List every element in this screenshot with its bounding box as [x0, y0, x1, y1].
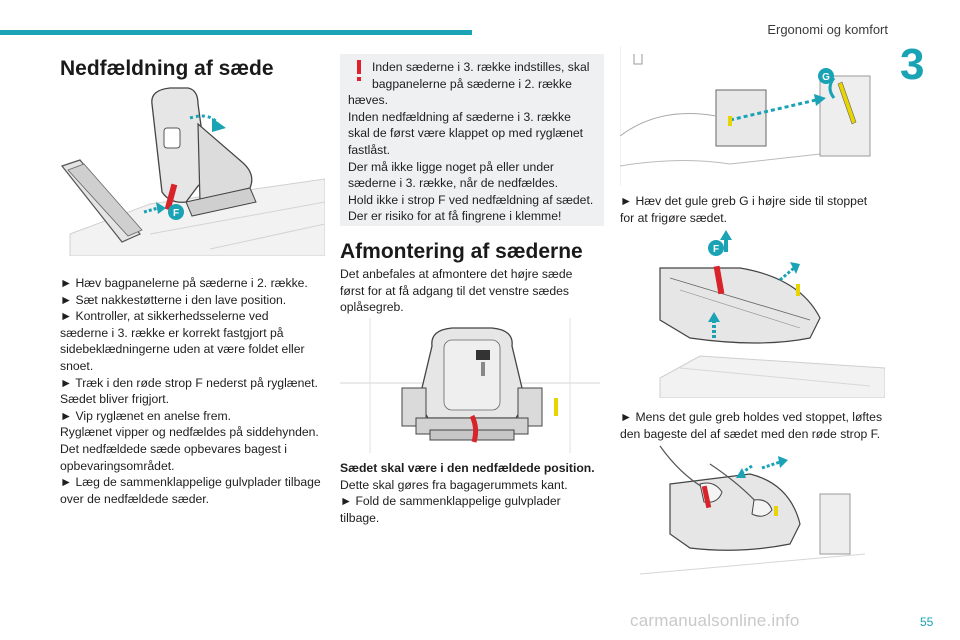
text-line: Det anbefales at afmontere det højre sæd… — [340, 267, 573, 281]
bold-line: Sædet skal være i den nedfældede positio… — [340, 461, 595, 475]
text-line: den bageste del af sædet med den røde st… — [620, 426, 881, 441]
warning-line: Der er risiko for at få fingrene i klemm… — [348, 209, 562, 224]
text-line: ► Vip ryglænet en anelse frem. — [60, 408, 232, 423]
text-line: oplåsegreb. — [340, 300, 404, 315]
illustration-fold-seat: F — [60, 87, 325, 256]
figure-label-f: F — [173, 208, 179, 219]
figure-label-g: G — [822, 72, 830, 83]
illustration-lift-seat: F — [659, 230, 885, 398]
warning-line: Hold ikke i strop F ved nedfældning af s… — [348, 192, 594, 207]
text-line: ► Mens det gule greb holdes ved stoppet,… — [620, 410, 883, 424]
text-line: Det nedfældede sæde opbevares bagest i — [60, 441, 287, 456]
text-line: ► Læg de sammenklappelige gulvplader til… — [60, 475, 321, 490]
heading-fold-seat: Nedfældning af sæde — [60, 57, 274, 80]
middle-body-text: Sædet skal være i den nedfældede positio… — [340, 460, 610, 526]
right-step1: ► Hæv det gule greb G i højre side til s… — [620, 193, 890, 226]
warning-line: Inden nedfældning af sæderne i 3. række — [348, 109, 571, 124]
warning-exclamation-icon — [357, 60, 361, 81]
text-line: for at frigøre sædet. — [620, 210, 728, 225]
left-body-text: ► Hæv bagpanelerne på sæderne i 2. række… — [60, 275, 330, 507]
text-line: Sædet bliver frigjort. — [60, 392, 170, 407]
warning-line: fastlåst. — [348, 142, 390, 157]
text-line: ► Kontroller, at sikkerhedsselerne ved — [60, 309, 269, 324]
page-number: 55 — [920, 615, 934, 629]
warning-line: bagpanelerne på sæderne i 2. række — [372, 76, 572, 91]
warning-line: Inden sæderne i 3. række indstilles, ska… — [372, 60, 590, 74]
text-line: ► Hæv bagpanelerne på sæderne i 2. række… — [60, 276, 308, 290]
text-line: først for at få adgang til det venstre s… — [340, 283, 569, 298]
warning-line: skal de først være klappet op med ryglæn… — [348, 126, 584, 141]
warning-line: sæderne i 3. række, når de nedfældes. — [348, 176, 559, 191]
middle-intro: Det anbefales at afmontere det højre sæd… — [340, 266, 604, 316]
warning-line: Der må ikke ligge noget på eller under — [348, 159, 554, 174]
chapter-number: 3 — [900, 40, 925, 89]
text-line: ► Hæv det gule greb G i højre side til s… — [620, 194, 868, 208]
warning-line: hæves. — [348, 93, 388, 108]
text-line: opbevaringsområdet. — [60, 458, 175, 473]
text-line: ► Sæt nakkestøtterne i den lave position… — [60, 292, 287, 307]
illustration-lever-g: G — [620, 46, 871, 186]
text-line: tilbage. — [340, 510, 380, 525]
text-line: Dette skal gøres fra bagagerummets kant. — [340, 477, 568, 492]
header-accent-bar — [0, 30, 472, 35]
illustration-seat-top-view — [340, 318, 600, 453]
illustration-hands-lift — [640, 445, 865, 575]
text-line: snoet. — [60, 358, 94, 373]
right-step2: ► Mens det gule greb holdes ved stoppet,… — [620, 409, 890, 442]
text-line: ► Fold de sammenklappelige gulvplader — [340, 494, 561, 509]
warning-box: Inden sæderne i 3. række indstilles, ska… — [340, 54, 604, 226]
text-line: Ryglænet vipper og nedfældes på siddehyn… — [60, 425, 319, 440]
text-line: ► Træk i den røde strop F nederst på ryg… — [60, 375, 318, 390]
text-line: over de nedfældede sæder. — [60, 491, 210, 506]
text-line: sæderne i 3. række er korrekt fastgjort … — [60, 325, 284, 340]
text-line: sidebeklædningerne uden at være foldet e… — [60, 342, 305, 357]
section-title: Ergonomi og komfort — [767, 22, 888, 37]
heading-remove-seats: Afmontering af sæderne — [340, 240, 583, 263]
figure-label-f-2: F — [713, 244, 719, 255]
watermark: carmanualsonline.info — [630, 611, 800, 630]
